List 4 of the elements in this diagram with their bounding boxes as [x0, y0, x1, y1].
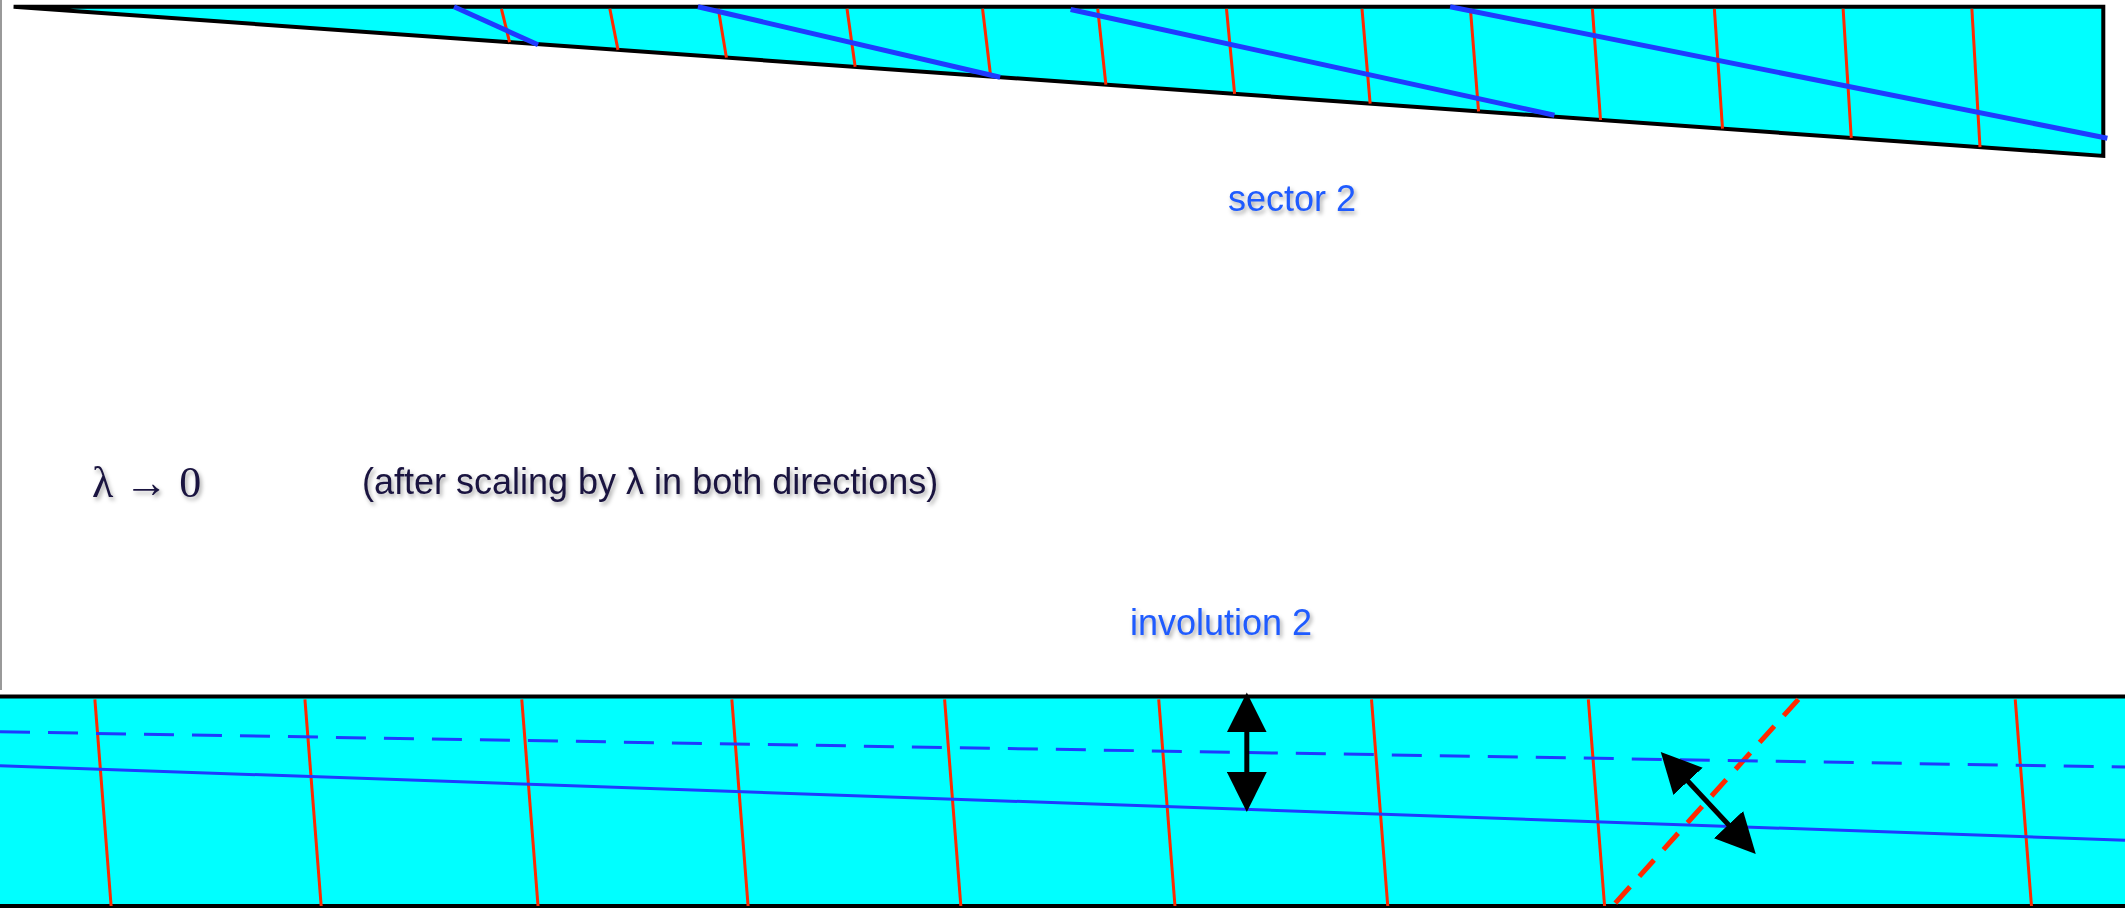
text-label: (after scaling by λ in both directions): [362, 460, 939, 504]
text-label: sector 2: [1228, 177, 1357, 221]
math-expression: λ → 0: [92, 457, 202, 509]
text-label: involution 2: [1130, 601, 1313, 645]
